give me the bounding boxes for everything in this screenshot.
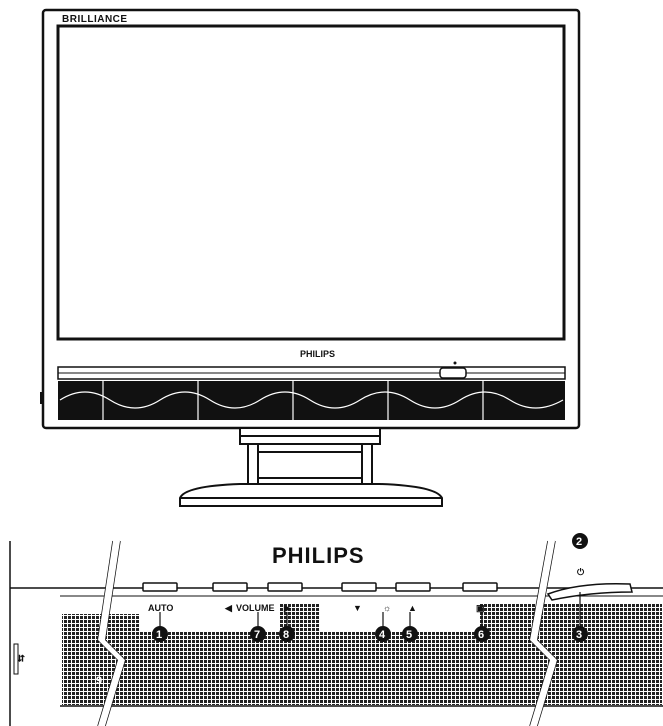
- svg-text:6: 6: [478, 629, 484, 641]
- ok-button[interactable]: [462, 582, 498, 592]
- control-panel-detail: PHILIPS AUTO ◀ VOLUME ▶ ▼ ☼ ▲ ▣ ⏻: [9, 533, 663, 726]
- callout-6: 6: [474, 626, 490, 642]
- down-arrow-icon: ▼: [353, 603, 362, 613]
- svg-text:1: 1: [156, 629, 162, 641]
- callout-4: 4: [375, 626, 391, 642]
- callout-2: 2: [572, 533, 588, 549]
- svg-text:8: 8: [283, 629, 289, 641]
- power-button[interactable]: [546, 582, 633, 601]
- up-button[interactable]: [395, 582, 431, 592]
- power-icon: ⏻: [577, 567, 585, 577]
- usb-icon: ⇆: [16, 654, 26, 662]
- brightness-icon: ☼: [383, 603, 391, 613]
- callout-9: 9: [96, 675, 102, 687]
- monitor-brand: PHILIPS: [300, 349, 335, 359]
- svg-text:5: 5: [406, 629, 412, 641]
- svg-text:4: 4: [379, 629, 386, 641]
- callout-3: 3: [572, 626, 588, 642]
- auto-label: AUTO: [148, 603, 173, 613]
- volume-right-icon: ▶: [283, 603, 292, 613]
- grille-wave-pattern: [59, 381, 564, 420]
- side-connector: [13, 643, 19, 675]
- auto-button[interactable]: [142, 582, 178, 592]
- detail-brand: PHILIPS: [272, 543, 365, 568]
- down-button[interactable]: [341, 582, 377, 592]
- svg-text:2: 2: [576, 536, 582, 548]
- svg-text:7: 7: [254, 629, 260, 641]
- monitor-front-view: BRILLIANCE PHILIPS: [40, 8, 581, 507]
- svg-text:3: 3: [576, 629, 582, 641]
- callout-7: 7: [250, 626, 266, 642]
- callout-5: 5: [402, 626, 418, 642]
- volume-left-icon: ◀: [224, 603, 233, 613]
- ok-icon: ▣: [476, 603, 485, 613]
- power-button-small[interactable]: [439, 367, 467, 379]
- model-mark: BRILLIANCE: [62, 14, 128, 25]
- callout-8: 8: [279, 626, 295, 642]
- svg-text:9: 9: [96, 675, 102, 687]
- monitor-stand: [179, 427, 443, 507]
- volume-left-button[interactable]: [212, 582, 248, 592]
- volume-right-button[interactable]: [267, 582, 303, 592]
- up-arrow-icon: ▲: [408, 603, 417, 613]
- monitor-screen: [56, 24, 566, 341]
- power-led-small: [453, 361, 457, 365]
- callout-1: 1: [152, 626, 168, 642]
- volume-label: VOLUME: [236, 603, 275, 613]
